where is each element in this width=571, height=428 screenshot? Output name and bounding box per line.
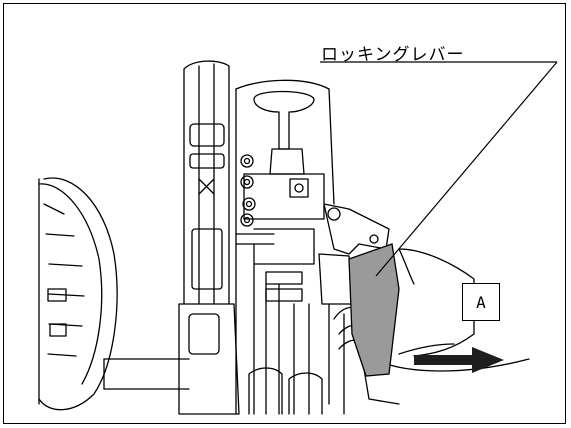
figure-frame: ロッキングレバー A: [3, 3, 566, 424]
bolts: [235, 154, 275, 245]
locking-lever: [348, 243, 400, 377]
central-housing: [235, 79, 345, 415]
tall-frame: [178, 60, 240, 415]
motion-arrow: [414, 347, 504, 373]
t-handle: [253, 90, 315, 175]
leader-line: [320, 61, 558, 277]
wheel-disc: [38, 177, 118, 411]
locking-lever-label: ロッキングレバー: [321, 45, 465, 65]
marker-a-text: A: [476, 292, 486, 312]
horizontal-shaft: [103, 358, 190, 390]
mechanism-illustration: [38, 60, 558, 415]
marker-a: A: [462, 283, 500, 321]
